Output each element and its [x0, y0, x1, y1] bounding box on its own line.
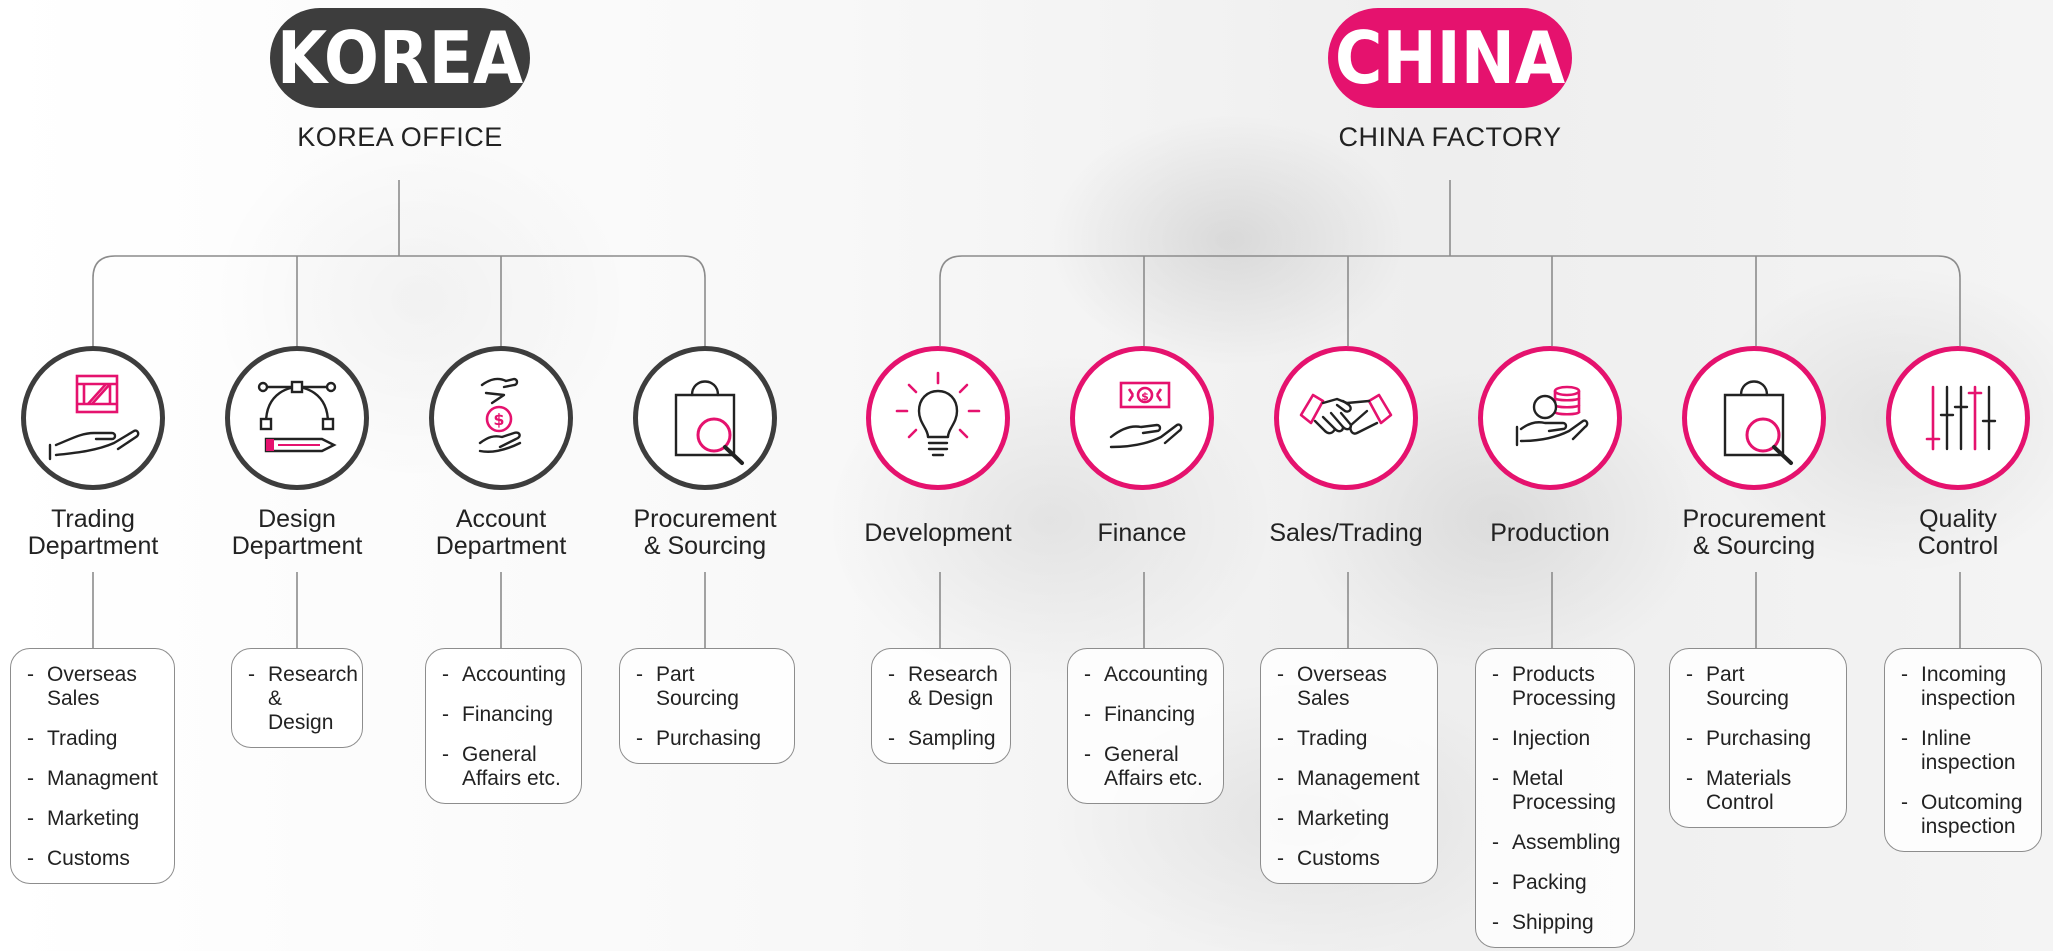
bezier-pen-icon — [257, 380, 337, 453]
list-item: Injection — [1490, 727, 1620, 751]
banknote-hand-icon: $ — [1109, 381, 1183, 449]
list-item: Sampling — [886, 727, 996, 751]
list-item: Marketing — [25, 807, 160, 831]
list-item: Financing — [1082, 703, 1209, 727]
china-procurement-node — [1682, 346, 1826, 490]
production-box: Products Processing Injection Metal Proc… — [1475, 648, 1635, 948]
china-procurement-label: Procurement& Sourcing — [1682, 505, 1826, 560]
development-label: Development — [864, 519, 1012, 547]
list-item: Research & Design — [886, 663, 998, 711]
list-item: Customs — [1275, 847, 1423, 871]
list-item: Materials Control — [1684, 767, 1832, 815]
account-department-box: Accounting Financing General Affairs etc… — [425, 648, 582, 804]
shopping-bag-search-icon — [674, 380, 744, 465]
list-item: Management — [1275, 767, 1423, 791]
list-item: General Affairs etc. — [1082, 743, 1209, 791]
list-item: Part Sourcing — [634, 663, 780, 711]
production-node — [1478, 346, 1622, 490]
sales-trading-label: Sales/Trading — [1269, 519, 1423, 547]
quality-control-node — [1886, 346, 2030, 490]
svg-text:$: $ — [1141, 390, 1149, 403]
trading-department-node — [21, 346, 165, 490]
svg-text:$: $ — [493, 410, 504, 429]
development-box: Research & Design Sampling — [871, 648, 1011, 764]
list-item: Inline inspection — [1899, 727, 2027, 775]
finance-box: Accounting Financing General Affairs etc… — [1067, 648, 1224, 804]
money-hand-icon: $ — [478, 377, 522, 453]
list-item: Overseas Sales — [25, 663, 160, 711]
china-procurement-box: Part Sourcing Purchasing Materials Contr… — [1669, 648, 1847, 828]
design-department-box: Research & Design — [231, 648, 363, 748]
list-item: Incoming inspection — [1899, 663, 2027, 711]
list-item: Products Processing — [1490, 663, 1620, 711]
list-item: Outcoming inspection — [1899, 791, 2027, 839]
list-item: Managment — [25, 767, 160, 791]
list-item: Shipping — [1490, 911, 1620, 935]
connector-line — [92, 255, 706, 346]
account-department-node: $ — [429, 346, 573, 490]
china-subtitle: CHINA FACTORY — [1338, 122, 1562, 152]
handshake-icon — [1299, 393, 1393, 435]
production-label: Production — [1490, 519, 1610, 547]
list-item: Trading — [1275, 727, 1423, 751]
list-item: Assembling — [1490, 831, 1621, 855]
list-item: Accounting — [440, 663, 567, 687]
crate-on-hand-icon — [48, 374, 140, 461]
korea-procurement-box: Part Sourcing Purchasing — [619, 648, 795, 764]
list-item: Marketing — [1275, 807, 1423, 831]
development-node — [866, 346, 1010, 490]
korea-title: KOREA — [276, 16, 524, 100]
list-item: Customs — [25, 847, 160, 871]
design-department-node — [225, 346, 369, 490]
list-item: Accounting — [1082, 663, 1209, 687]
list-item: Research & Design — [246, 663, 358, 735]
finance-node: $ — [1070, 346, 1214, 490]
china-title: CHINA — [1334, 16, 1566, 100]
coins-hand-icon — [1515, 385, 1589, 447]
korea-procurement-node — [633, 346, 777, 490]
list-item: Purchasing — [1684, 727, 1832, 751]
korea-title-pill: KOREA — [270, 8, 530, 108]
korea-subtitle: KOREA OFFICE — [297, 122, 503, 152]
list-item: Overseas Sales — [1275, 663, 1423, 711]
shopping-bag-search-icon — [1723, 380, 1793, 465]
list-item: Purchasing — [634, 727, 780, 751]
sliders-icon — [1925, 385, 1997, 451]
connector-line — [939, 255, 1961, 346]
list-item: Trading — [25, 727, 160, 751]
list-item: Metal Processing — [1490, 767, 1620, 815]
sales-trading-node — [1274, 346, 1418, 490]
korea-procurement-label: Procurement& Sourcing — [633, 505, 777, 560]
finance-label: Finance — [1097, 519, 1187, 547]
china-title-pill: CHINA — [1328, 8, 1572, 108]
list-item: Part Sourcing — [1684, 663, 1832, 711]
trading-department-box: Overseas Sales Trading Managment Marketi… — [10, 648, 175, 884]
list-item: General Affairs etc. — [440, 743, 567, 791]
sales-trading-box: Overseas Sales Trading Management Market… — [1260, 648, 1438, 884]
quality-control-box: Incoming inspection Inline inspection Ou… — [1884, 648, 2042, 852]
lightbulb-icon — [895, 371, 981, 457]
list-item: Financing — [440, 703, 567, 727]
list-item: Packing — [1490, 871, 1620, 895]
